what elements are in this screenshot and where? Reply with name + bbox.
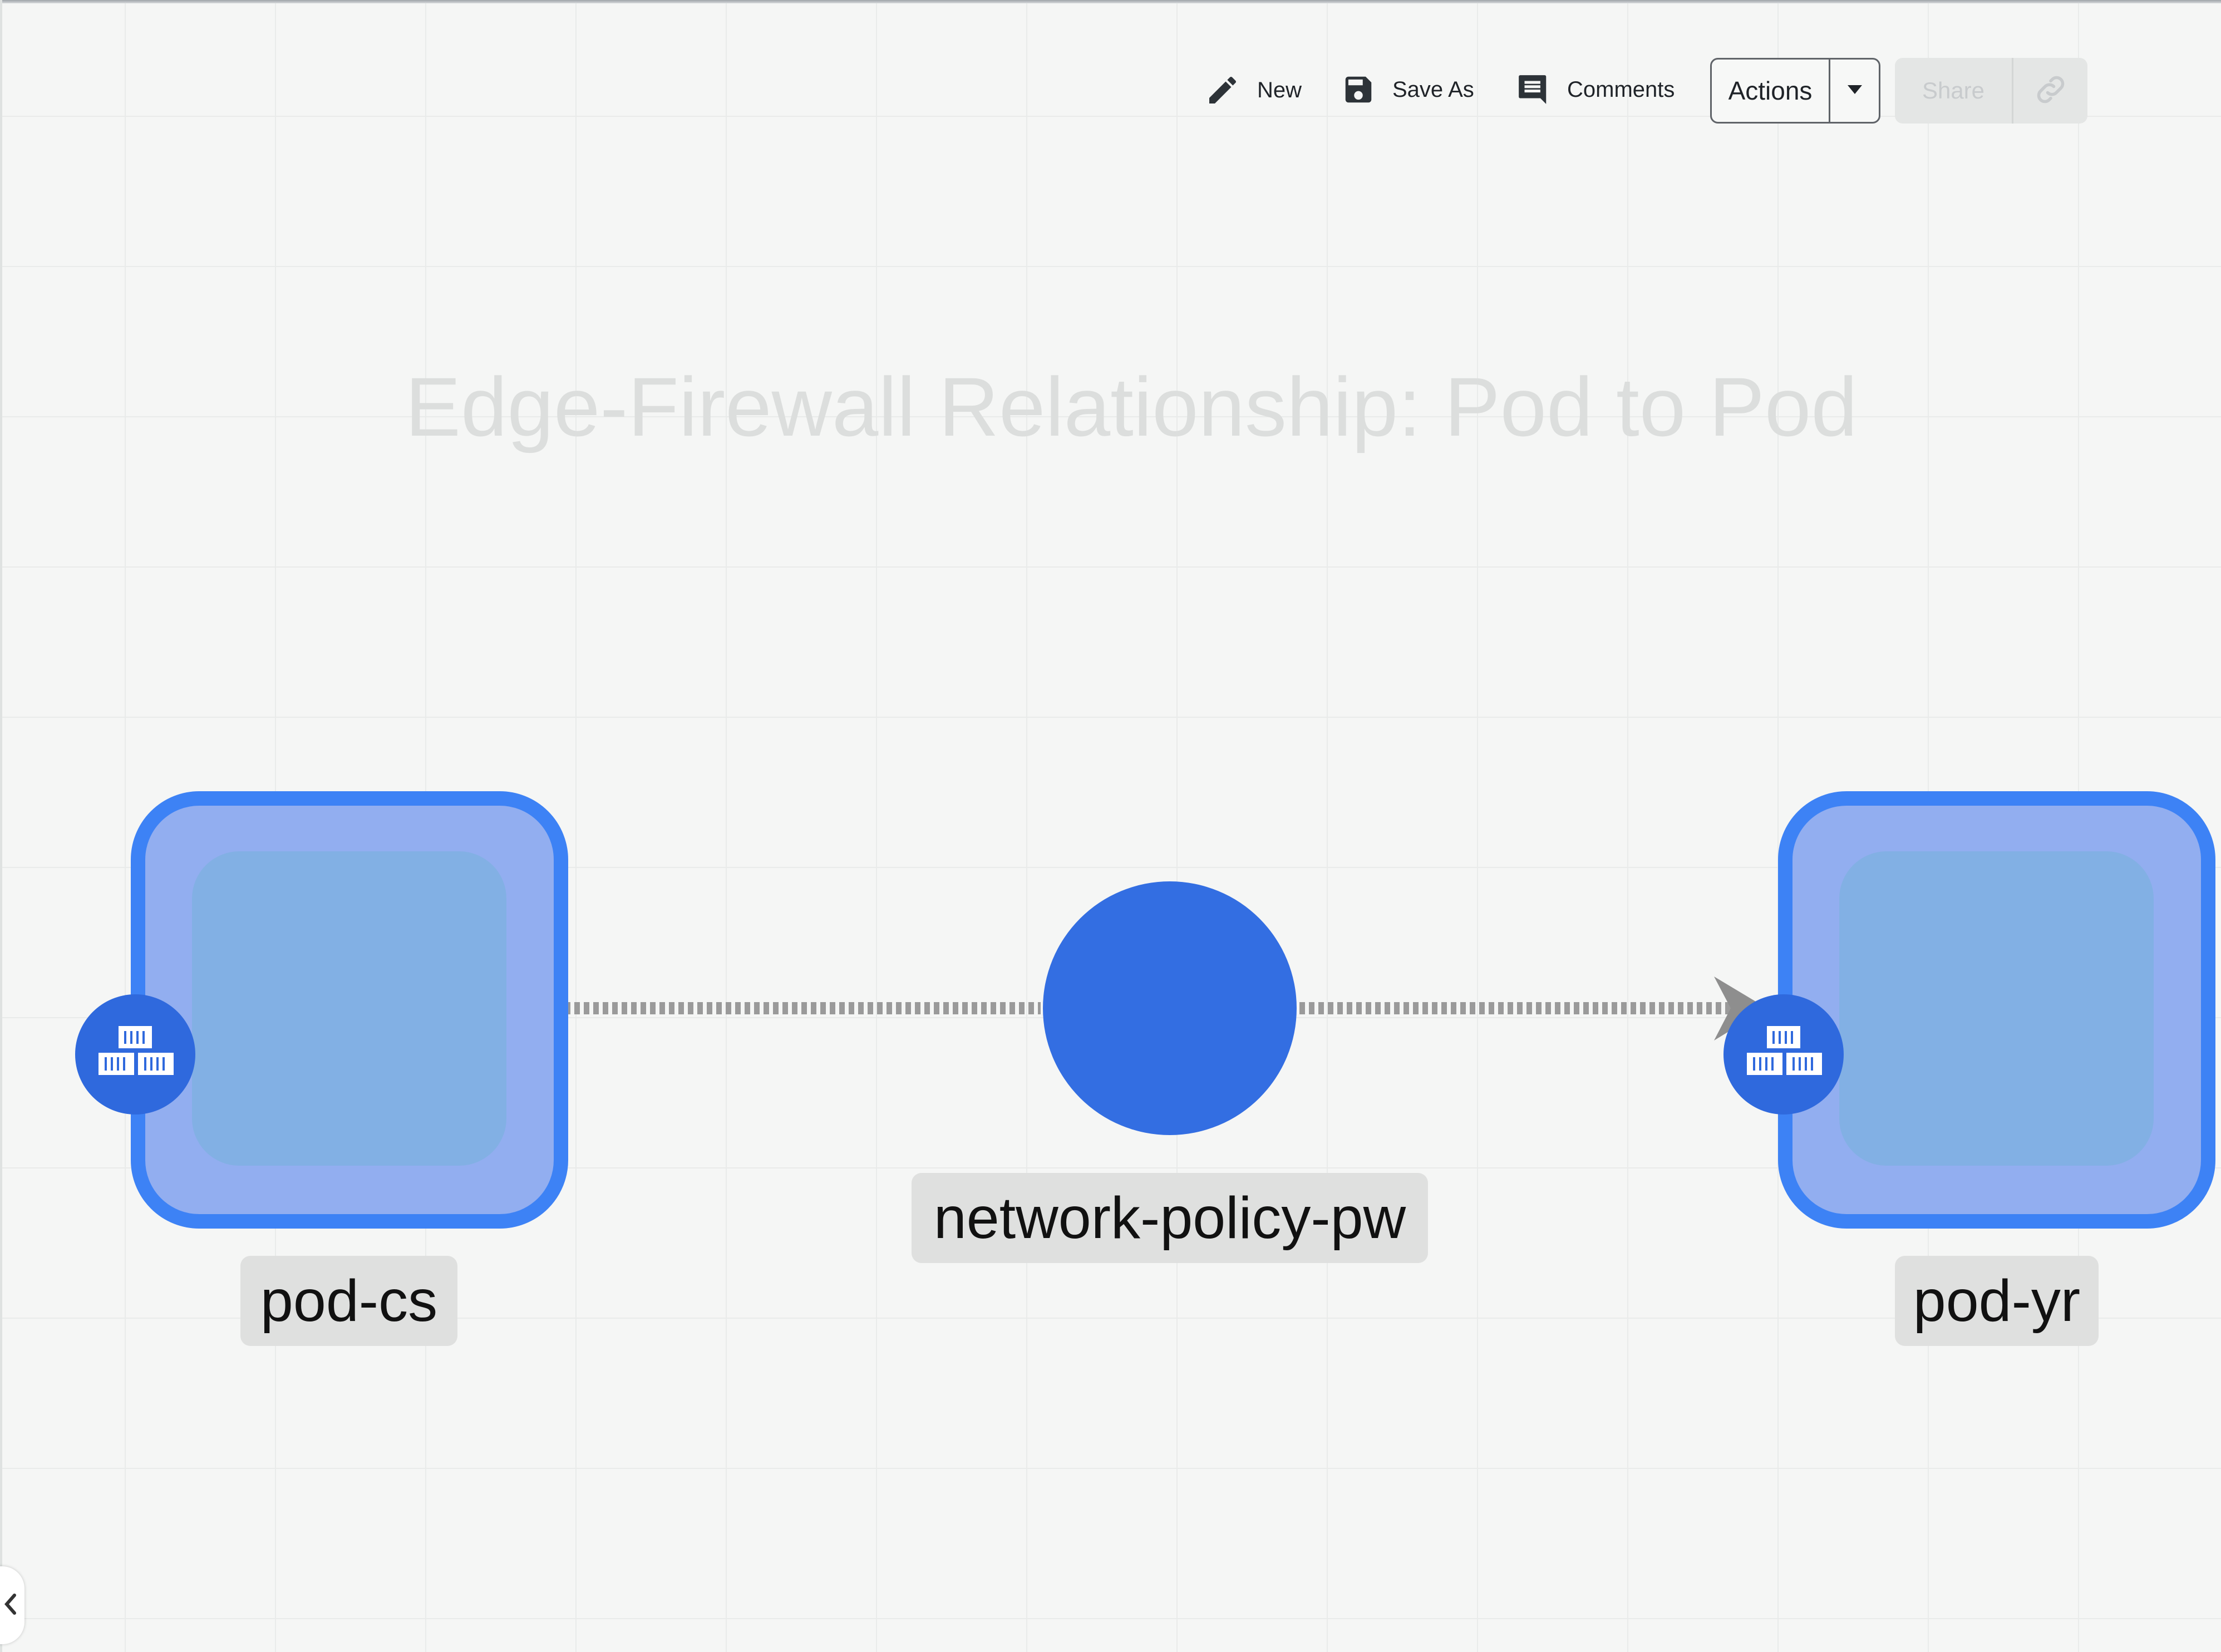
new-button[interactable]: New — [1205, 72, 1302, 108]
pod-node-source[interactable] — [131, 791, 568, 1229]
target-pod-label: pod-yr — [1895, 1256, 2099, 1346]
diagram-title: Edge-Firewall Relationship: Pod to Pod — [405, 360, 1858, 453]
actions-menu-toggle[interactable] — [1830, 60, 1879, 122]
edge-arrowhead — [1714, 977, 1767, 1040]
pod-node-target[interactable] — [1778, 791, 2215, 1229]
container-stack-icon — [1723, 994, 1844, 1115]
actions-dropdown[interactable]: Actions — [1710, 58, 1880, 124]
floppy-disk-icon — [1341, 72, 1376, 107]
policy-node[interactable] — [1043, 881, 1297, 1135]
comments-label: Comments — [1567, 77, 1675, 102]
share-group: Share — [1895, 58, 2087, 124]
pencil-icon — [1205, 72, 1240, 108]
comment-icon — [1516, 72, 1550, 107]
copy-link-button[interactable] — [2013, 58, 2087, 124]
source-pod-label: pod-cs — [240, 1256, 457, 1346]
share-divider — [2012, 58, 2013, 124]
link-icon — [2032, 71, 2069, 111]
sidebar-toggle[interactable] — [0, 1566, 24, 1644]
left-edge — [0, 0, 2, 1652]
actions-divider — [1829, 60, 1830, 122]
actions-button[interactable]: Actions — [1728, 76, 1813, 105]
save-as-button[interactable]: Save As — [1341, 72, 1474, 107]
share-button[interactable]: Share — [1922, 77, 1985, 103]
top-shadow — [0, 0, 2221, 3]
caret-down-icon — [1846, 84, 1863, 98]
container-stack-icon — [75, 994, 195, 1115]
comments-button[interactable]: Comments — [1516, 72, 1675, 107]
save-as-label: Save As — [1392, 77, 1474, 102]
chevron-left-icon — [2, 1592, 19, 1619]
new-label: New — [1257, 77, 1302, 102]
policy-label: network-policy-pw — [912, 1173, 1428, 1263]
